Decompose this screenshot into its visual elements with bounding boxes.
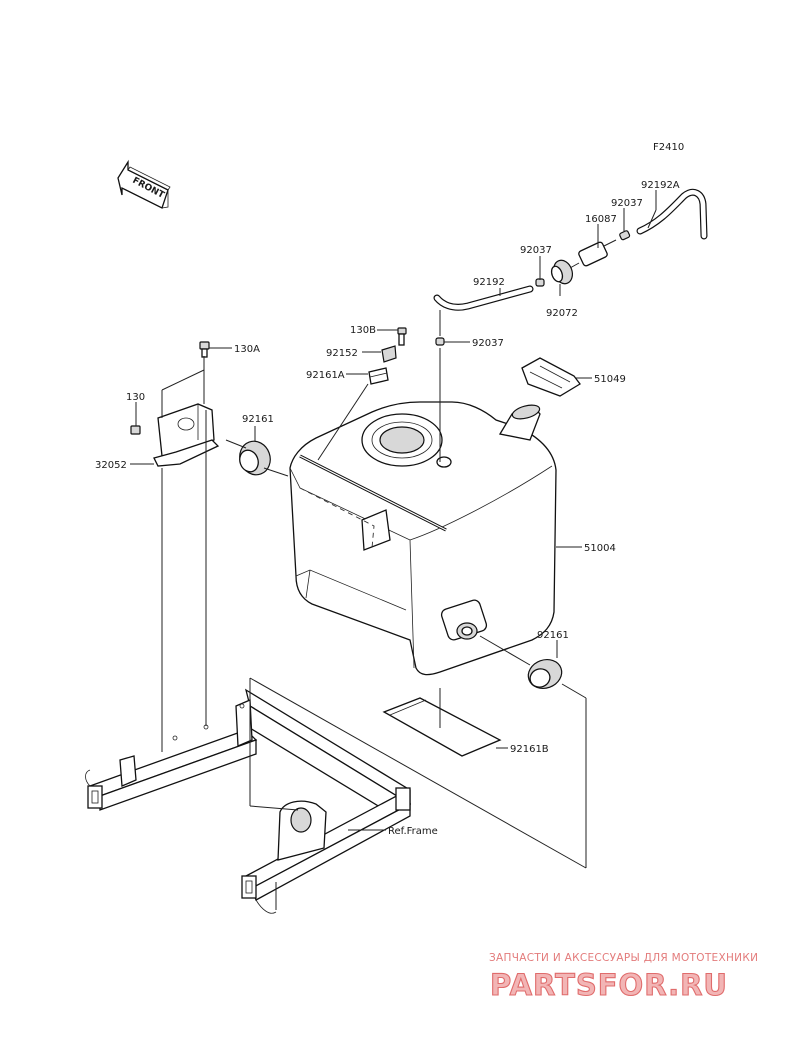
grommet-92161-right	[527, 659, 563, 689]
bolt-130	[130, 425, 141, 435]
collar-92152	[381, 345, 397, 363]
bolt-130A	[199, 341, 210, 358]
bracket-32052	[153, 403, 220, 467]
label-130A: 130A	[234, 344, 260, 355]
label-92037-a: 92037	[611, 198, 643, 209]
label-92037-b: 92037	[520, 245, 552, 256]
label-92161-left: 92161	[242, 414, 274, 425]
fuel-cap-51049	[521, 357, 581, 397]
clamp-92037-upper	[619, 230, 631, 241]
fuel-filter-16087	[569, 239, 617, 269]
front-arrow-icon: FRONT	[117, 159, 171, 209]
fuel-hose-92192	[433, 285, 534, 311]
grommet-92161-left	[239, 440, 271, 476]
label-92161A: 92161A	[306, 370, 345, 381]
reference-frame	[85, 688, 411, 914]
label-92152: 92152	[326, 348, 358, 359]
breather-hose-92192A	[636, 188, 708, 240]
label-92192A: 92192A	[641, 180, 680, 191]
label-32052: 32052	[95, 460, 127, 471]
watermark-tagline: ЗАПЧАСТИ И АКСЕССУАРЫ ДЛЯ МОТОТЕХНИКИ	[489, 952, 758, 964]
leader-lines	[130, 190, 657, 910]
label-51049: 51049	[594, 374, 626, 385]
fuel-pump-92072	[550, 259, 574, 285]
fuel-tank-51004	[289, 401, 557, 676]
clamp-92037-middle	[535, 278, 545, 287]
bolt-130B	[397, 327, 407, 346]
label-92072: 92072	[546, 308, 578, 319]
diagram-code: F2410	[653, 142, 684, 153]
label-92161B: 92161B	[510, 744, 549, 755]
label-16087: 16087	[585, 214, 617, 225]
label-92192: 92192	[473, 277, 505, 288]
label-130: 130	[126, 392, 145, 403]
label-ref-frame: Ref.Frame	[388, 826, 438, 837]
watermark-brand: PARTSFOR.RU	[490, 968, 728, 1002]
damper-92161A	[368, 367, 389, 385]
label-92037-c: 92037	[472, 338, 504, 349]
pad-92161B	[382, 697, 502, 757]
label-92161-right: 92161	[537, 630, 569, 641]
label-51004: 51004	[584, 543, 616, 554]
label-130B: 130B	[350, 325, 376, 336]
clamp-92037-lower	[435, 337, 445, 346]
hidden-edge	[299, 487, 375, 549]
